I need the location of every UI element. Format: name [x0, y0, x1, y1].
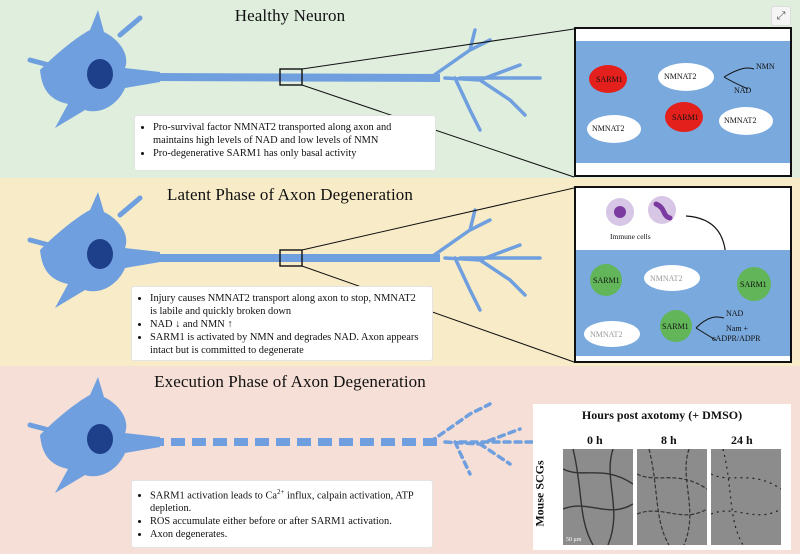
note-item: NAD ↓ and NMN ↑	[150, 318, 424, 331]
note-item: SARM1 is activated by NMN and degrades N…	[150, 331, 424, 357]
sarm1-blob	[589, 65, 627, 93]
label-nmn: NMN	[756, 62, 775, 71]
section-title-execution: Execution Phase of Axon Degeneration	[154, 372, 426, 391]
column-label: 8 h	[661, 433, 677, 447]
section-title-healthy: Healthy Neuron	[234, 6, 346, 25]
label-nmnat2: NMNAT2	[664, 72, 697, 81]
label-cadpr: cADPR/ADPR	[712, 334, 761, 343]
label-nam: Nam +	[726, 324, 749, 333]
expand-icon[interactable]: ⤢	[771, 6, 791, 26]
micrograph-image	[637, 449, 707, 545]
note-item: ROS accumulate either before or after SA…	[150, 515, 424, 528]
scale-bar-label: 50 μm	[566, 537, 582, 543]
zoom-panel-latent: Immune cells SARM1 NMNAT2 SARM1 NAD NMNA…	[574, 186, 792, 363]
micrograph-title: Hours post axotomy (+ DMSO)	[581, 408, 743, 422]
label-sarm1: SARM1	[672, 113, 699, 122]
label-sarm1: SARM1	[740, 280, 767, 289]
nmnat2-oval	[658, 63, 714, 91]
sarm1-blob	[665, 102, 703, 132]
zoom-panel-healthy: SARM1 NMNAT2 NMN NAD NMNAT2 SARM1 NMNAT2	[574, 27, 792, 177]
label-sarm1: SARM1	[593, 276, 620, 285]
note-item: Pro-degenerative SARM1 has only basal ac…	[153, 147, 427, 160]
label-nmnat2: NMNAT2	[592, 124, 625, 133]
zoom-box	[279, 68, 303, 86]
micrograph-panel: Hours post axotomy (+ DMSO) 0 h 8 h 24 h…	[533, 404, 791, 550]
section-title-latent: Latent Phase of Axon Degeneration	[167, 185, 413, 204]
note-item: Axon degenerates.	[150, 528, 424, 541]
nucleus-icon	[87, 59, 113, 89]
label-nmnat2: NMNAT2	[650, 274, 683, 283]
immune-cells-label: Immune cells	[610, 232, 651, 241]
label-nmnat2: NMNAT2	[724, 116, 757, 125]
note-execution: SARM1 activation leads to Ca2+ influx, c…	[132, 481, 432, 547]
label-sarm1: SARM1	[596, 75, 623, 84]
label-sarm1: SARM1	[662, 322, 689, 331]
column-label: 0 h	[587, 433, 603, 447]
nmnat2-broken	[644, 265, 700, 291]
label-nmnat2: NMNAT2	[590, 330, 623, 339]
sarm1-green	[590, 264, 622, 296]
micrograph-image	[711, 449, 781, 545]
micrograph-image	[563, 449, 633, 545]
note-item: Pro-survival factor NMNAT2 transported a…	[153, 121, 427, 147]
nmnat2-oval	[587, 115, 641, 143]
micrograph-y-label: Mouse SCGs	[532, 460, 547, 527]
label-nad: NAD	[734, 86, 752, 95]
column-label: 24 h	[731, 433, 753, 447]
nmnat2-oval	[719, 107, 773, 135]
note-item: Injury causes NMNAT2 transport along axo…	[150, 292, 424, 318]
label-nad: NAD	[726, 309, 744, 318]
note-latent: Injury causes NMNAT2 transport along axo…	[132, 287, 432, 360]
note-healthy: Pro-survival factor NMNAT2 transported a…	[135, 116, 435, 170]
note-item: SARM1 activation leads to Ca2+ influx, c…	[150, 486, 424, 515]
